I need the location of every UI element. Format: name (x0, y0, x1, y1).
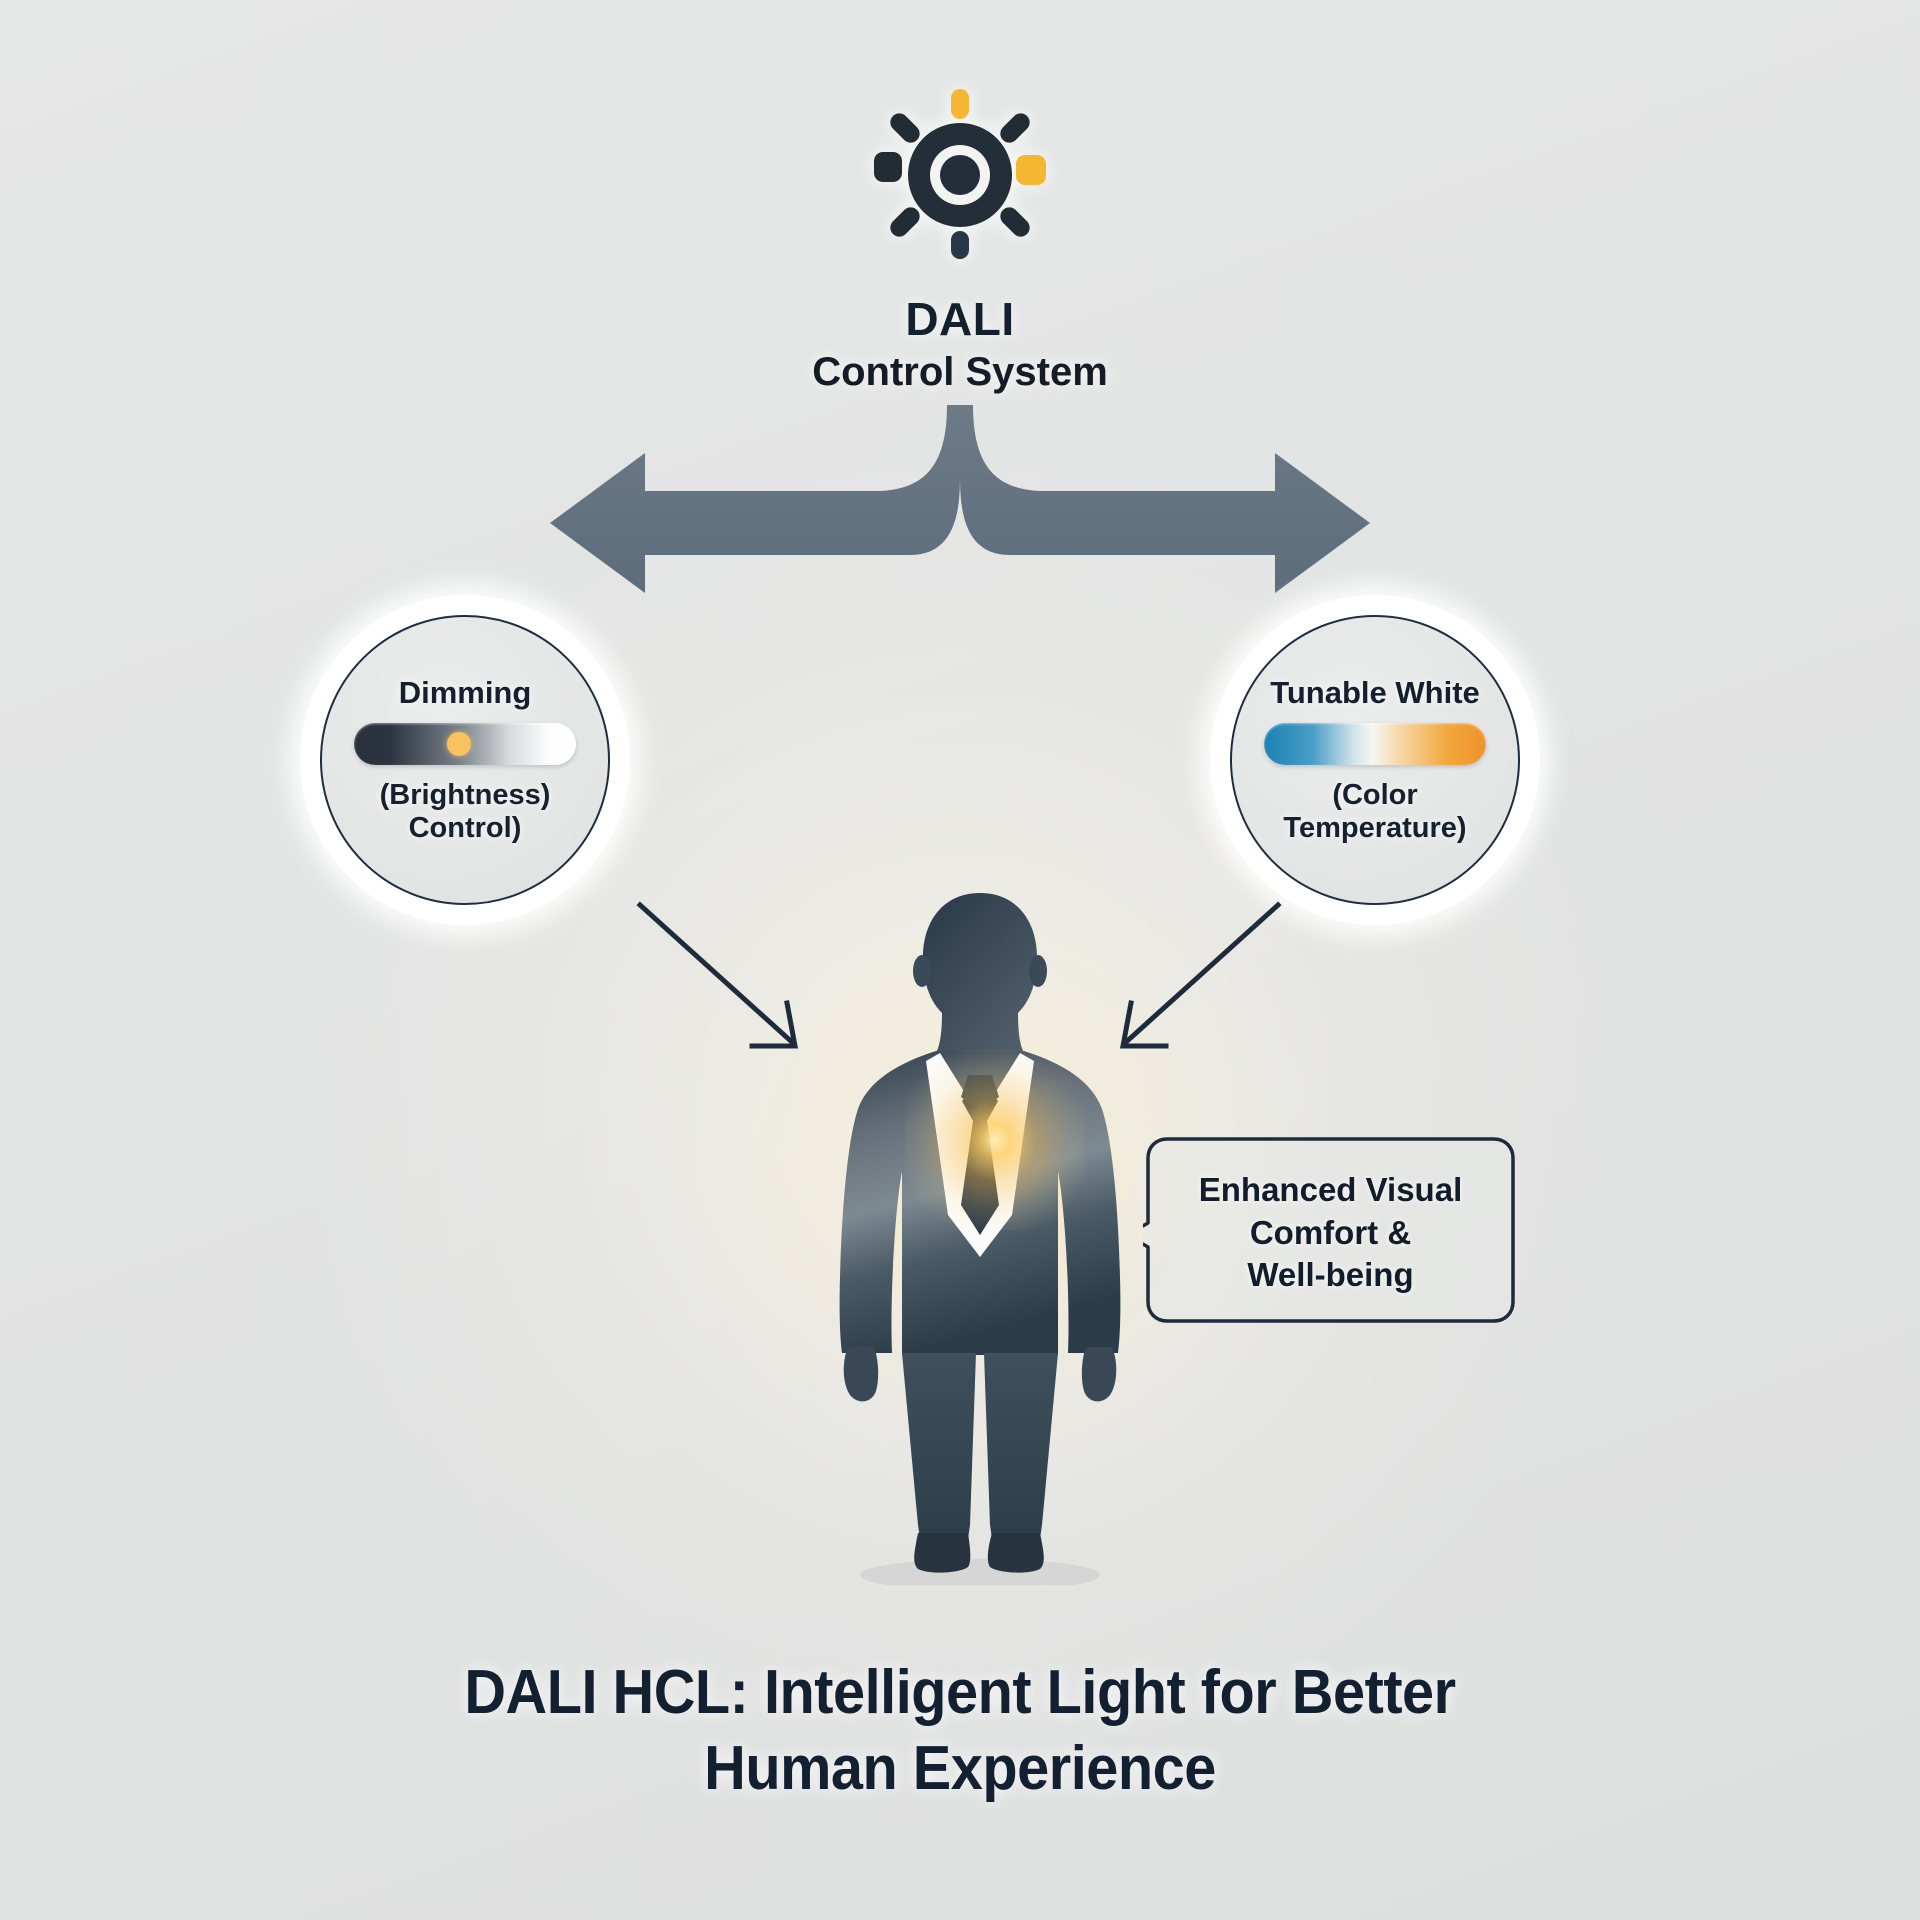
node-dimming-caption-line1: (Brightness) (379, 778, 551, 811)
benefit-speech-bubble-text: Enhanced Visual Comfort & Well-being (1163, 1158, 1498, 1308)
node-tunable-white[interactable]: Tunable White (Color Temperature) (1210, 595, 1540, 925)
page-title-line2: Human Experience (704, 1733, 1216, 1803)
arrow-dimming-to-person (636, 901, 797, 1047)
node-tunable-white-inner: Tunable White (Color Temperature) (1230, 615, 1520, 905)
bubble-line-1: Enhanced Visual (1198, 1170, 1463, 1208)
node-dimming-caption: (Brightness) Control) (380, 779, 551, 845)
node-tunable-white-title: Tunable White (1270, 674, 1480, 710)
color-temperature-gradient-slider[interactable] (1264, 722, 1486, 765)
dali-dimmer-sun-icon (870, 85, 1050, 265)
page-title: DALI HCL: Intelligent Light for Better H… (253, 1655, 1667, 1806)
bubble-line-2: Comfort & (1249, 1213, 1412, 1251)
split-arrow-down-left-right (540, 405, 1380, 625)
node-dimming-title: Dimming (398, 674, 532, 710)
node-dimming[interactable]: Dimming (Brightness) Control) (300, 595, 630, 925)
node-dimming-caption-line2: Control) (408, 812, 522, 844)
node-tunable-white-caption-line2: Temperature) (1283, 812, 1467, 844)
node-dimming-inner: Dimming (Brightness) Control) (320, 615, 610, 905)
bubble-line-3: Well-being (1247, 1256, 1414, 1294)
node-tunable-white-caption-line1: (Color (1332, 778, 1418, 811)
brightness-slider-knob[interactable] (447, 731, 471, 756)
businessman-silhouette (790, 885, 1170, 1591)
dali-subtitle: Control System (812, 350, 1108, 394)
node-tunable-white-caption: (Color Temperature) (1283, 779, 1466, 845)
benefit-speech-bubble (1125, 1135, 1518, 1325)
page-title-line1: DALI HCL: Intelligent Light for Better (464, 1658, 1456, 1727)
brightness-gradient-slider[interactable] (354, 722, 576, 765)
dali-title: DALI (905, 293, 1015, 345)
